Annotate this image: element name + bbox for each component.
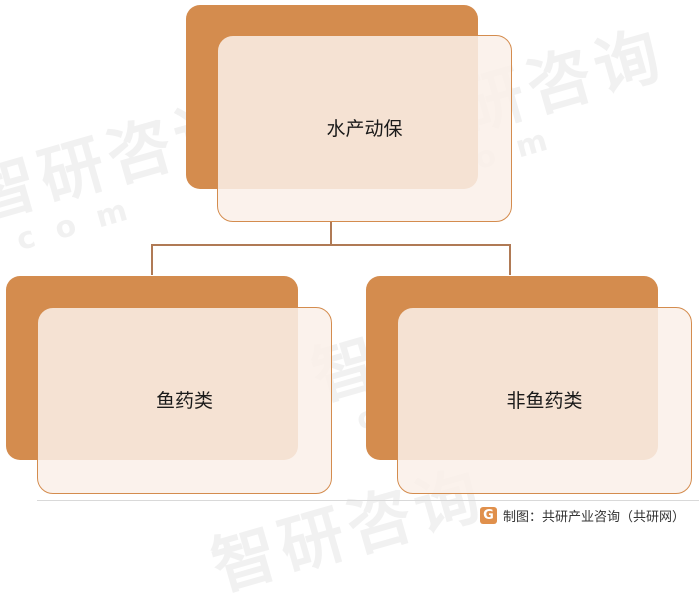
- right-node: [397, 307, 692, 494]
- left-node: [37, 307, 332, 494]
- source-text: 制图：共研产业咨询（共研网）: [502, 509, 685, 525]
- connector-horizontal: [151, 244, 511, 246]
- left-node-label: 鱼药类: [155, 390, 213, 412]
- source-note: G 制图：共研产业咨询（共研网）: [479, 503, 685, 527]
- root-node: [217, 35, 512, 222]
- connector-right-down: [509, 244, 511, 275]
- connector-left-down: [151, 244, 153, 275]
- brand-logo-icon: G: [479, 506, 497, 524]
- right-node-label: 非鱼药类: [506, 390, 583, 412]
- root-node-label: 水产动保: [326, 118, 403, 140]
- diagram-canvas: 智研咨询 com 智研咨询 com 智研咨询 com 智研咨询 水产动保 鱼药类…: [0, 5, 699, 606]
- connector-root-down: [330, 221, 332, 245]
- footer-divider: [37, 500, 699, 501]
